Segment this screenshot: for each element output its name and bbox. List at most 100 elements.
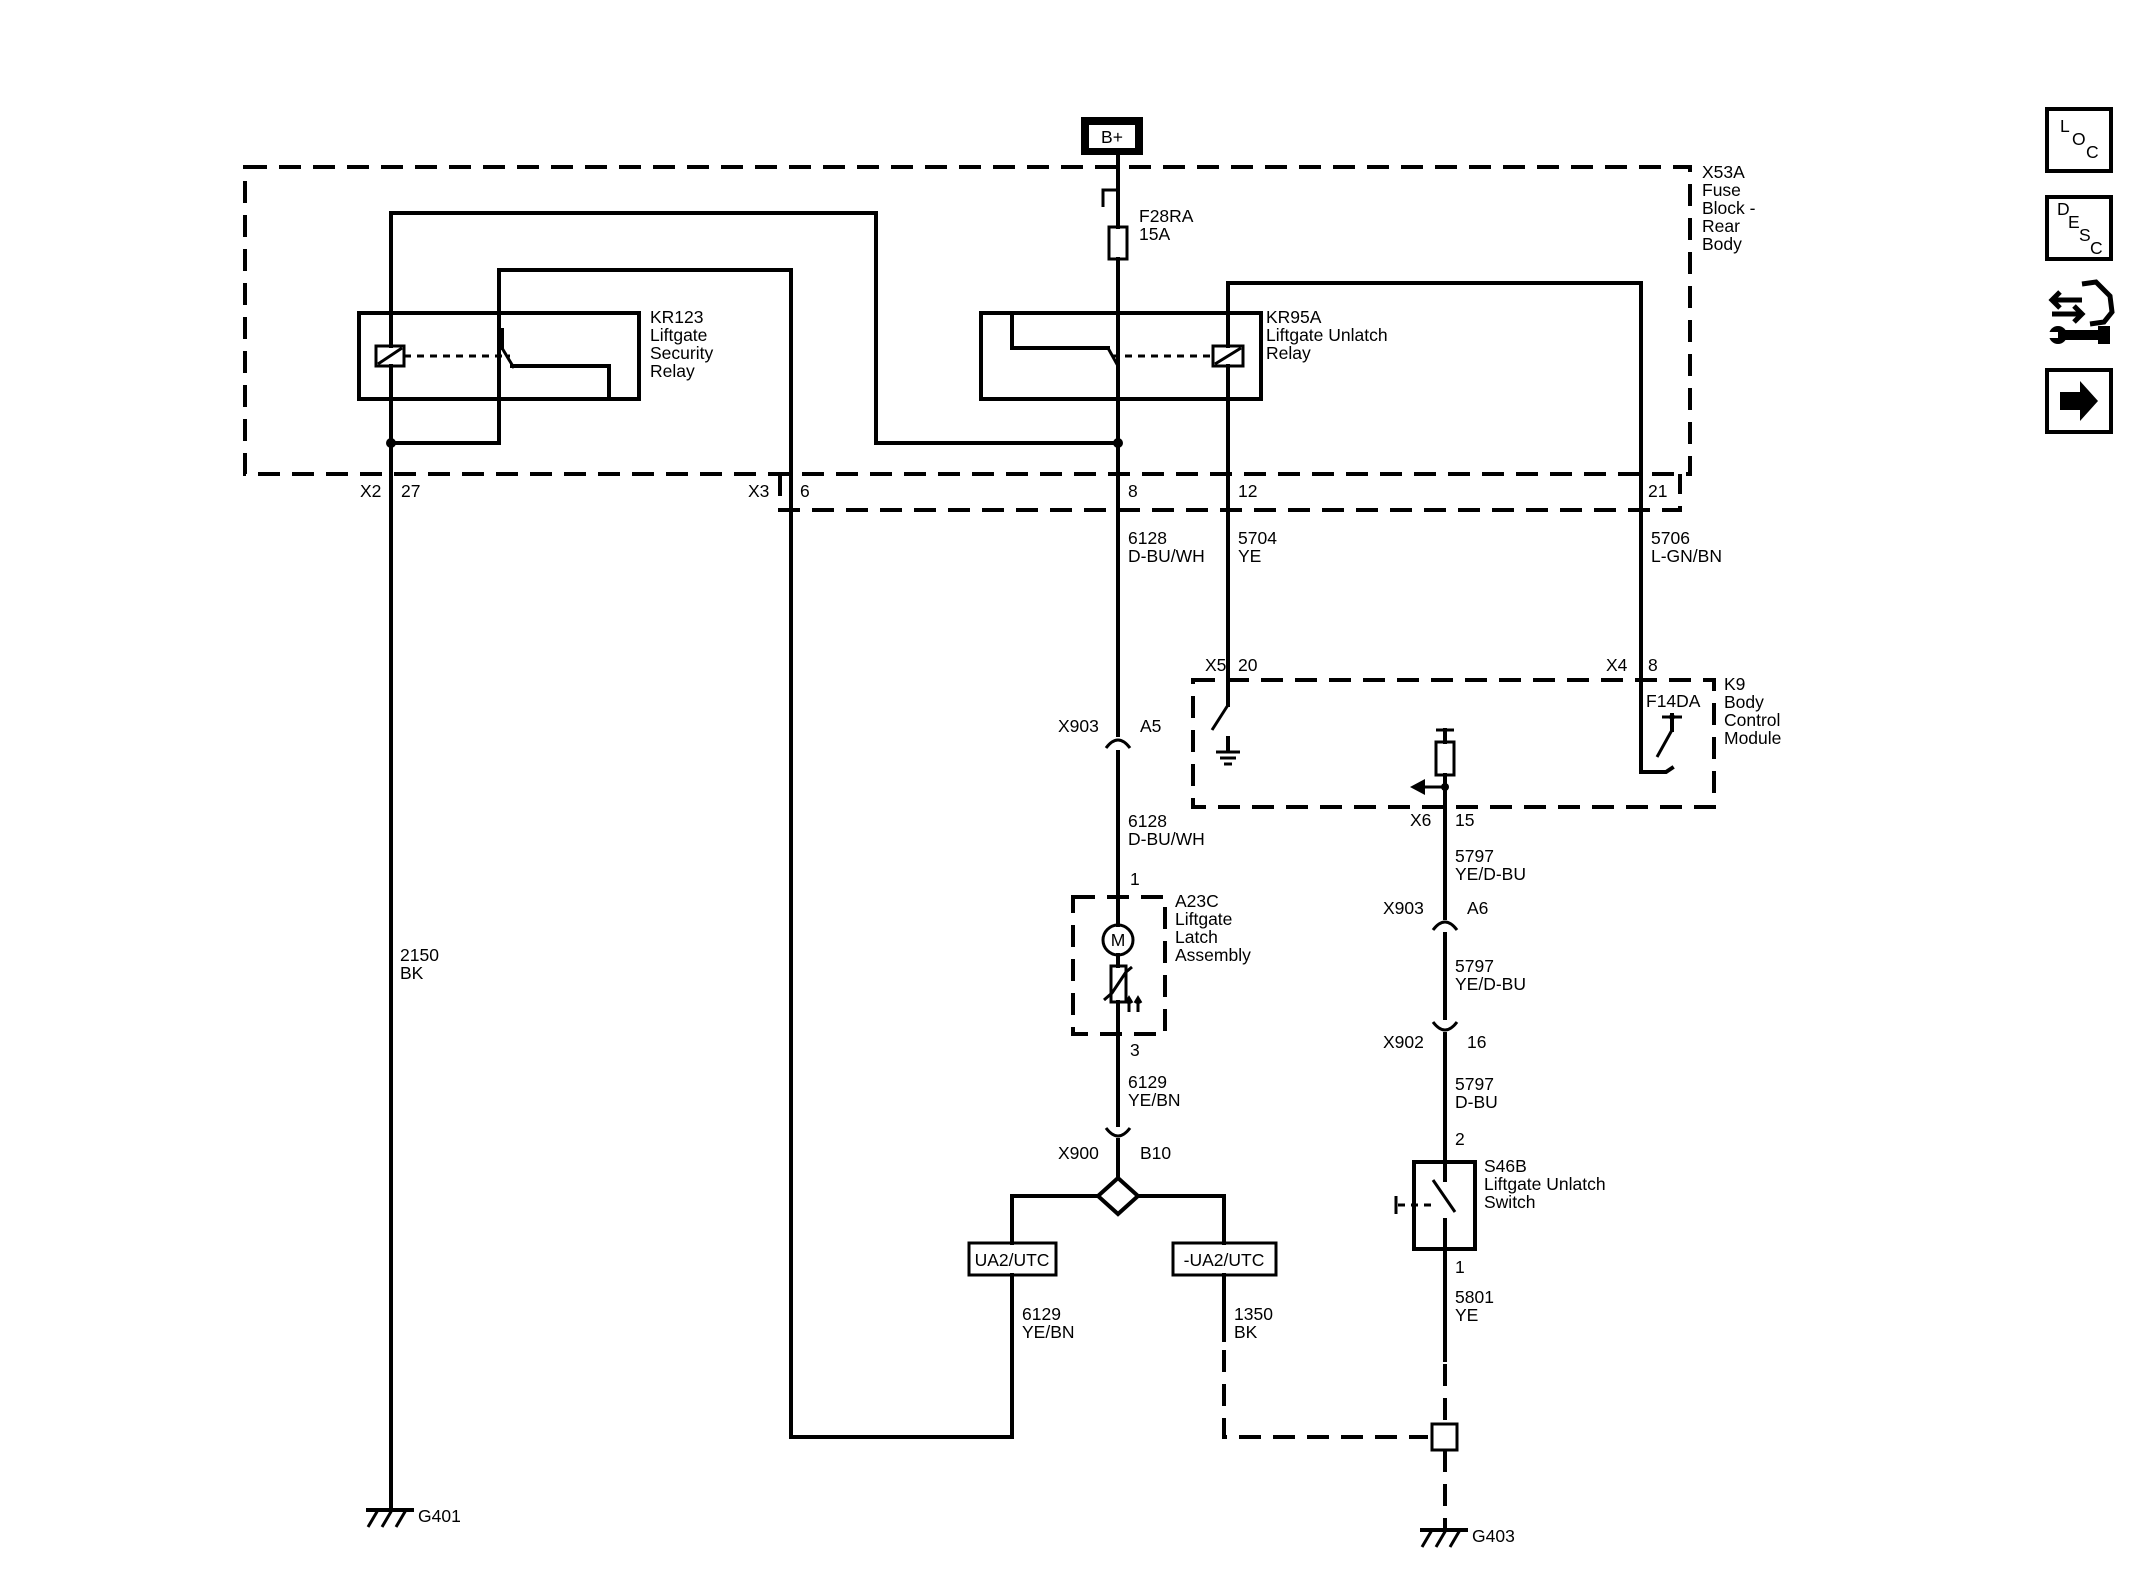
switch-ref: S46B <box>1484 1156 1527 1176</box>
desc-letter-s: S <box>2079 225 2091 245</box>
wire-5797-b-circuit: 5797 <box>1455 956 1494 976</box>
switch-pin-1: 1 <box>1455 1257 1465 1277</box>
latch-ref: A23C <box>1175 891 1219 911</box>
wire-6128-b-circuit: 6128 <box>1128 811 1167 831</box>
wire-5801-color: YE <box>1455 1305 1478 1325</box>
wire-5704: 5704 YE <box>1226 364 1277 707</box>
x3-pin-6: 6 <box>800 481 810 501</box>
loc-letter-o: O <box>2072 129 2086 149</box>
bcm-x4-label: X4 <box>1606 655 1628 675</box>
x2-pin: 27 <box>401 481 420 501</box>
x903-a5-pin: A5 <box>1140 716 1161 736</box>
wire-6128-a-color: D-BU/WH <box>1128 546 1205 566</box>
location-button[interactable]: L O C <box>2045 107 2113 173</box>
fuse-block-name-2: Block - <box>1702 198 1756 218</box>
bcm-name-3: Module <box>1724 728 1781 748</box>
relay-kr95a-ref: KR95A <box>1266 307 1322 327</box>
option-ua2-utc: UA2/UTC <box>967 1241 1058 1277</box>
connector-wrench-icon <box>2048 279 2115 344</box>
wire-5706-circuit: 5706 <box>1651 528 1690 548</box>
wire-security-return <box>789 268 1014 1439</box>
wire-1350-color: BK <box>1234 1322 1258 1342</box>
fuse-ref: F28RA <box>1139 206 1194 226</box>
latch-name-1: Liftgate <box>1175 909 1232 929</box>
bcm-x6-label: X6 <box>1410 810 1431 830</box>
relay-kr95a-name-1: Liftgate Unlatch <box>1266 325 1388 345</box>
fuse-block-internal-wiring <box>386 211 1643 476</box>
wire-6128-a-circuit: 6128 <box>1128 528 1167 548</box>
switch-s46b: 2 1 S46B Liftgate Unlatch Switch <box>1394 1129 1606 1277</box>
fuse-rating: 15A <box>1139 224 1170 244</box>
wire-6128-upper: 6128 D-BU/WH <box>1116 441 1205 737</box>
latch-motor-symbol: M <box>1111 930 1126 950</box>
relay-kr95a: KR95A Liftgate Unlatch Relay <box>979 307 1388 401</box>
desc-letter-e: E <box>2068 212 2080 232</box>
wire-5801: 5801 YE <box>1430 1247 1494 1530</box>
bcm-fuse-f14da: F14DA <box>1646 691 1701 711</box>
switch-name-1: Liftgate Unlatch <box>1484 1174 1606 1194</box>
loc-letter-c: C <box>2086 142 2099 162</box>
power-source-label: B+ <box>1101 127 1123 147</box>
ground-g403-label: G403 <box>1472 1526 1515 1546</box>
x902-pin: 16 <box>1467 1032 1486 1052</box>
fuse-f28ra: F28RA 15A <box>1101 153 1194 442</box>
connector-x903-a6: X903 A6 <box>1383 898 1488 948</box>
switch-name-2: Switch <box>1484 1192 1536 1212</box>
option-not-ua2-utc: -UA2/UTC <box>1171 1241 1278 1277</box>
wire-6129-upper: 6129 YE/BN <box>1116 1032 1181 1127</box>
next-page-button[interactable] <box>2045 368 2113 434</box>
latch-name-3: Assembly <box>1175 945 1251 965</box>
wire-5797-a-circuit: 5797 <box>1455 846 1494 866</box>
wire-6129-b-color: YE/BN <box>1022 1322 1075 1342</box>
wire-5797-b-color: YE/D-BU <box>1455 974 1526 994</box>
connector-x900-b10: X900 B10 <box>1058 1127 1171 1180</box>
ground-g401: G401 <box>366 1506 461 1528</box>
connector-x903-a5: X903 A5 <box>1058 716 1161 766</box>
relay-kr123-name-1: Liftgate <box>650 325 707 345</box>
connector-info-button[interactable] <box>2048 279 2115 344</box>
x900-label: X900 <box>1058 1143 1099 1163</box>
relay-kr123-name-2: Security <box>650 343 713 363</box>
option-right-label: -UA2/UTC <box>1184 1250 1265 1270</box>
option-split <box>1010 1175 1226 1245</box>
desc-letter-d: D <box>2057 199 2070 219</box>
switch-pin-2: 2 <box>1455 1129 1465 1149</box>
wire-6128-lower: 6128 D-BU/WH <box>1116 762 1205 899</box>
x3-pin-12: 12 <box>1238 481 1257 501</box>
wire-5801-circuit: 5801 <box>1455 1287 1494 1307</box>
bcm-name-1: Body <box>1724 692 1764 712</box>
fuse-block-name-4: Body <box>1702 234 1742 254</box>
relay-kr123: KR123 Liftgate Security Relay <box>357 307 713 401</box>
wire-5706: 5706 L-GN/BN <box>1639 472 1722 774</box>
x903-a6-label: X903 <box>1383 898 1424 918</box>
arrow-right-icon <box>2060 381 2098 421</box>
relay-kr123-ref: KR123 <box>650 307 704 327</box>
bcm-ref: K9 <box>1724 674 1745 694</box>
wire-6129-a-color: YE/BN <box>1128 1090 1181 1110</box>
wire-5797-upper: 5797 YE/D-BU <box>1443 805 1526 920</box>
wire-5704-color: YE <box>1238 546 1261 566</box>
desc-letter-c: C <box>2090 238 2103 258</box>
x903-a5-label: X903 <box>1058 716 1099 736</box>
x2-label: X2 <box>360 481 381 501</box>
latch-assembly-a23c: M 1 3 A23C Liftgate Latch Assembly <box>1071 869 1251 1060</box>
wire-2150: 2150 BK <box>389 441 439 1512</box>
description-button[interactable]: D E S C <box>2045 195 2113 261</box>
battery-positive-source: B+ <box>1081 117 1143 155</box>
x903-a6-pin: A6 <box>1467 898 1488 918</box>
latch-pin-3: 3 <box>1130 1040 1140 1060</box>
latch-pin-1: 1 <box>1130 869 1140 889</box>
fuse-block-boundary: X53A Fuse Block - Rear Body <box>243 162 1756 476</box>
wire-6128-b-color: D-BU/WH <box>1128 829 1205 849</box>
bcm-x5-pin: 20 <box>1238 655 1258 675</box>
loc-letter-l: L <box>2060 116 2070 136</box>
fuse-block-ref: X53A <box>1702 162 1745 182</box>
ground-g403: G403 <box>1420 1526 1515 1548</box>
fuse-block-name-3: Rear <box>1702 216 1740 236</box>
bcm-name-2: Control <box>1724 710 1780 730</box>
wire-5797-c-circuit: 5797 <box>1455 1074 1494 1094</box>
x3-pin-8: 8 <box>1128 481 1138 501</box>
ground-g401-label: G401 <box>418 1506 461 1526</box>
wire-1350: 1350 BK <box>1222 1273 1428 1439</box>
